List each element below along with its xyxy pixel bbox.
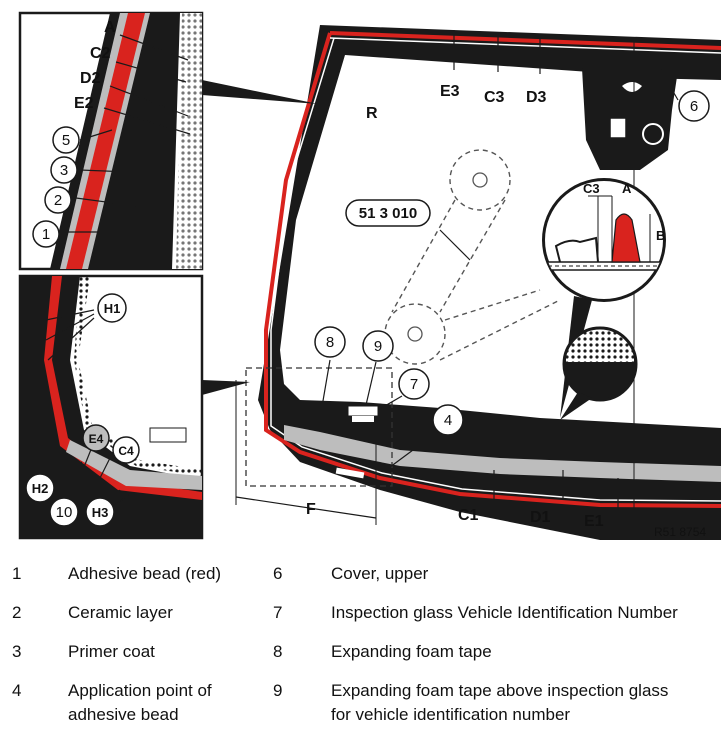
svg-text:H2: H2	[32, 481, 49, 496]
callout-9: 9	[362, 330, 394, 362]
zoom-region-box	[245, 367, 393, 487]
svg-text:3: 3	[60, 162, 68, 179]
label-E1: E1	[584, 513, 604, 530]
callout-5: 5	[52, 126, 80, 154]
legend-text-4b: adhesive bead	[68, 705, 179, 724]
adhesive-bead-line	[264, 31, 721, 508]
bead-cross-section-detail	[542, 178, 666, 418]
label-D1: D1	[530, 509, 551, 526]
legend-num-9: 9	[273, 681, 283, 700]
callout-3: 3	[50, 156, 78, 184]
svg-text:51 3 010: 51 3 010	[359, 205, 417, 222]
svg-text:H3: H3	[92, 505, 109, 520]
label-F: F	[306, 501, 316, 518]
label-C3-detail: C3	[583, 181, 600, 196]
label-E2: E2	[74, 95, 94, 112]
callout-7: 7	[398, 368, 430, 400]
legend-num-2: 2	[12, 603, 22, 622]
label-E3: E3	[440, 83, 460, 100]
label-C1: C1	[458, 507, 479, 524]
svg-text:E4: E4	[89, 432, 104, 446]
callout-10: 10	[49, 497, 79, 527]
callout-1: 1	[32, 220, 60, 248]
callout-E4: E4	[82, 424, 110, 452]
svg-text:C4: C4	[118, 444, 134, 458]
label-R: R	[366, 105, 378, 122]
legend-num-6: 6	[273, 564, 283, 583]
svg-text:9: 9	[374, 338, 382, 355]
svg-text:10: 10	[56, 504, 73, 521]
callout-6: 6	[678, 90, 710, 122]
svg-text:1: 1	[42, 226, 50, 243]
label-D3: D3	[526, 89, 547, 106]
windshield-diagram: A C2 D2 E2 R E3 C3 D3 C3 A B F C1 D1 E1 …	[18, 11, 721, 540]
svg-text:2: 2	[54, 192, 62, 209]
svg-text:5: 5	[62, 132, 70, 149]
primer-band	[284, 425, 721, 482]
legend-text-1: Adhesive bead (red)	[68, 564, 222, 583]
legend-num-4: 4	[12, 681, 22, 700]
legend-text-2: Ceramic layer	[68, 603, 173, 622]
legend-text-3: Primer coat	[68, 642, 155, 661]
callout-H3: H3	[85, 497, 115, 527]
legend-text-7: Inspection glass Vehicle Identification …	[331, 603, 678, 622]
label-A: A	[104, 19, 116, 36]
inset-pointer-bottom	[202, 380, 250, 395]
svg-text:6: 6	[690, 98, 698, 115]
callout-labels: A C2 D2 E2 R E3 C3 D3 C3 A B F C1 D1 E1 …	[74, 19, 706, 539]
legend-num-3: 3	[12, 642, 22, 661]
callout-8: 8	[314, 326, 346, 358]
legend-text-9: Expanding foam tape above inspection gla…	[331, 681, 669, 700]
svg-text:8: 8	[326, 334, 334, 351]
ceramic-dot-detail	[560, 326, 638, 420]
reference-code: R51 8754	[654, 525, 706, 539]
svg-text:H1: H1	[104, 301, 121, 316]
legend-text-8: Expanding foam tape	[331, 642, 492, 661]
svg-text:7: 7	[410, 376, 418, 393]
legend: 1 Adhesive bead (red) 2 Ceramic layer 3 …	[0, 548, 727, 730]
label-C2: C2	[90, 45, 111, 62]
part-number-tag: 51 3 010	[345, 199, 431, 227]
callout-C4: C4	[112, 436, 140, 464]
inset-pointer-top	[202, 80, 318, 104]
callout-H1: H1	[97, 293, 127, 323]
label-C3: C3	[484, 89, 505, 106]
legend-text-4: Application point of	[68, 681, 212, 700]
legend-text-9b: for vehicle identification number	[331, 705, 571, 724]
legend-num-7: 7	[273, 603, 283, 622]
label-A-detail: A	[622, 181, 632, 196]
callout-2: 2	[44, 186, 72, 214]
label-D2: D2	[80, 70, 101, 87]
numbered-callouts: 5 3 2 1 H1 E4 C4 H2 10 H3 6 8 9 7 4	[25, 90, 710, 527]
legend-num-1: 1	[12, 564, 22, 583]
svg-text:4: 4	[444, 412, 452, 429]
legend-text-6: Cover, upper	[331, 564, 429, 583]
label-B-detail: B	[656, 228, 665, 243]
callout-H2: H2	[25, 473, 55, 503]
legend-num-8: 8	[273, 642, 283, 661]
callout-4: 4	[432, 404, 464, 436]
